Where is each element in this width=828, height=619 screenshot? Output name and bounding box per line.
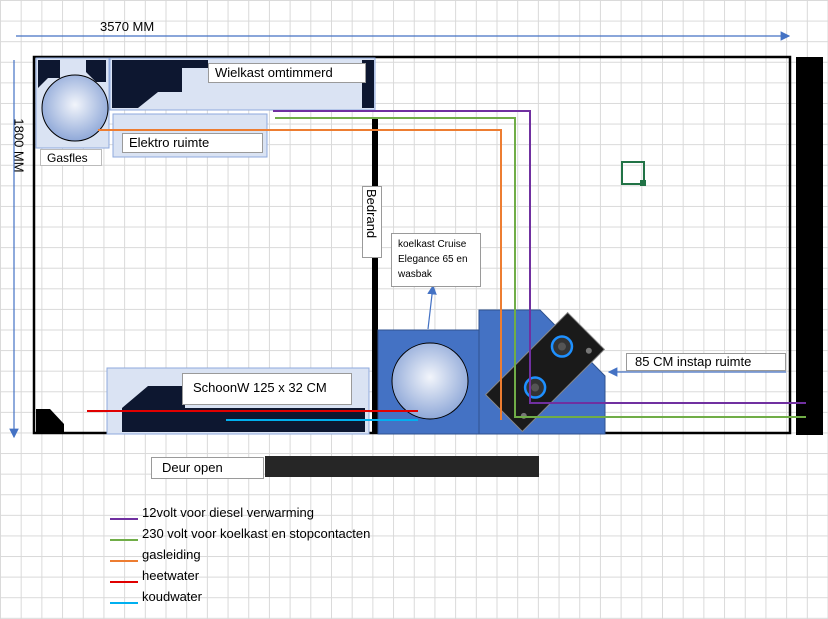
selection-handle-icon[interactable] <box>621 161 645 185</box>
legend-swatch-koudwater <box>110 602 138 604</box>
bedrand-label-box: Bedrand <box>362 186 382 258</box>
gasfles-label: Gasfles <box>40 149 102 166</box>
pipe-230volt <box>275 117 806 418</box>
rear-wall <box>796 57 823 435</box>
gasfles-dark-corner-2 <box>86 60 106 82</box>
elektro-label: Elektro ruimte <box>122 133 263 153</box>
legend-text-koudwater: koudwater <box>142 589 202 604</box>
corner-dark-shape <box>36 409 64 434</box>
selection-handle-dot[interactable] <box>640 180 646 186</box>
legend-text-230volt: 230 volt voor koelkast en stopcontacten <box>142 526 371 541</box>
height-dimension-label: 1800 MM <box>11 118 27 173</box>
legend-swatch-230volt <box>110 539 138 541</box>
schoonw-label: SchoonW 125 x 32 CM <box>182 373 352 405</box>
legend-swatch-heetwater <box>110 581 138 583</box>
pipe-12volt <box>273 110 806 404</box>
koelkast-callout-arrow-icon <box>427 284 437 330</box>
gas-bottle-icon <box>41 74 109 142</box>
instap-label: 85 CM instap ruimte <box>626 353 786 371</box>
gasfles-dark-corner <box>38 60 60 88</box>
pipe-gas <box>98 129 502 420</box>
bedrand-label: Bedrand <box>364 189 379 239</box>
legend-text-12volt: 12volt voor diesel verwarming <box>142 505 314 520</box>
legend-swatch-gas <box>110 560 138 562</box>
legend-text-heetwater: heetwater <box>142 568 200 583</box>
legend-text-gas: gasleiding <box>142 547 201 562</box>
wielkast-label: Wielkast omtimmerd <box>208 63 366 83</box>
koelkast-label: koelkast Cruise Elegance 65 en wasbak <box>391 233 481 287</box>
legend-swatch-12volt <box>110 518 138 520</box>
deur-open-label: Deur open <box>151 457 264 479</box>
koelkast-circle <box>391 342 469 420</box>
door-open-bar <box>265 456 539 477</box>
bedrand-wall <box>372 118 378 433</box>
width-dimension-label: 3570 MM <box>100 19 155 34</box>
wielkast-dark-shape <box>112 60 208 108</box>
